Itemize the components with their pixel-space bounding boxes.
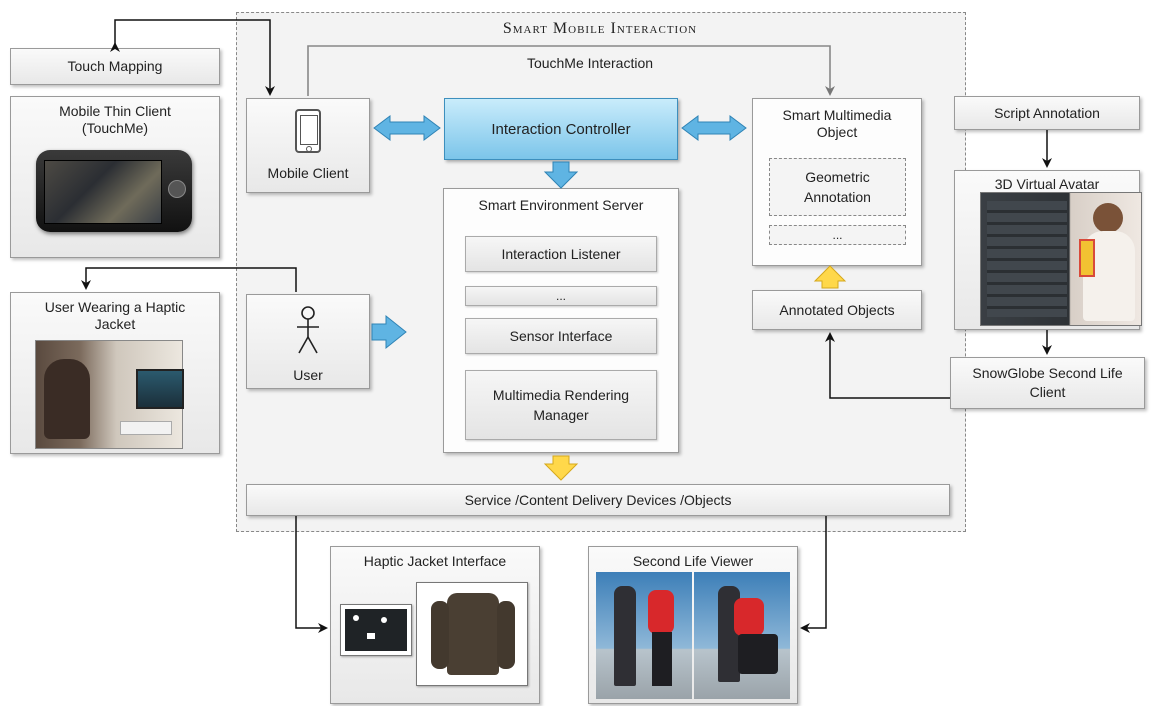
mobile-thin-client-title-1: Mobile Thin Client bbox=[59, 103, 171, 119]
server-ellipsis-box: ... bbox=[465, 286, 657, 306]
snowglobe-label-2: Client bbox=[1029, 384, 1066, 400]
virtual-avatar-title: 3D Virtual Avatar bbox=[994, 176, 1100, 192]
snowglobe-client-box: SnowGlobe Second Life Client bbox=[950, 357, 1145, 409]
annotated-objects-box: Annotated Objects bbox=[752, 290, 922, 330]
interaction-controller-label: Interaction Controller bbox=[491, 120, 631, 138]
avatar-screenshot bbox=[980, 192, 1142, 326]
mobile-thin-client-title-2: (TouchMe) bbox=[81, 120, 149, 136]
server-title: Smart Environment Server bbox=[478, 197, 644, 213]
interaction-controller-box: Interaction Controller bbox=[444, 98, 678, 160]
mobile-client-box: Mobile Client bbox=[246, 98, 370, 193]
user-to-haptic-connector bbox=[81, 267, 297, 292]
mobile-device-icon bbox=[295, 109, 321, 153]
delivery-label: Service /Content Delivery Devices /Objec… bbox=[464, 491, 732, 508]
geometric-annotation-2: Annotation bbox=[804, 189, 871, 205]
haptic-user-photo bbox=[35, 340, 184, 449]
annotated-objects-label: Annotated Objects bbox=[779, 301, 895, 318]
haptic-user-title-1: User Wearing a Haptic bbox=[44, 299, 186, 315]
annotated-object-arrow bbox=[813, 265, 847, 289]
haptic-user-title-2: Jacket bbox=[94, 316, 136, 332]
multimedia-rendering-label-1: Multimedia Rendering bbox=[492, 387, 630, 403]
geometric-annotation-1: Geometric bbox=[805, 169, 870, 185]
server-ellipsis-label: ... bbox=[555, 289, 566, 303]
smart-object-ellipsis-box: ... bbox=[769, 225, 906, 245]
sensor-interface-label: Sensor Interface bbox=[509, 328, 613, 344]
diagram-title: Smart Mobile Interaction bbox=[502, 20, 698, 37]
delivery-to-haptic-connector bbox=[295, 516, 328, 633]
haptic-jacket-interface-title: Haptic Jacket Interface bbox=[363, 553, 507, 569]
server-delivery-arrow bbox=[543, 455, 579, 481]
smart-object-title-1: Smart Multimedia bbox=[782, 107, 892, 123]
phone-image bbox=[36, 150, 192, 232]
snowglobe-to-annotated-connector bbox=[825, 332, 950, 399]
script-annotation-label: Script Annotation bbox=[994, 104, 1100, 121]
interaction-listener-label: Interaction Listener bbox=[501, 246, 621, 262]
jacket-image bbox=[416, 582, 528, 686]
touchme-interaction-label: TouchMe Interaction bbox=[526, 55, 654, 71]
delivery-to-sl-connector bbox=[800, 516, 827, 633]
snowglobe-label-1: SnowGlobe Second Life bbox=[972, 365, 1123, 381]
smart-object-ellipsis: ... bbox=[832, 228, 843, 242]
mobile-client-label: Mobile Client bbox=[267, 165, 349, 181]
second-life-scene-right bbox=[694, 572, 790, 699]
user-box: User bbox=[246, 294, 370, 389]
user-label: User bbox=[293, 367, 323, 383]
sensor-interface-box: Sensor Interface bbox=[465, 318, 657, 354]
second-life-viewer-title: Second Life Viewer bbox=[632, 553, 754, 569]
delivery-bar: Service /Content Delivery Devices /Objec… bbox=[246, 484, 950, 516]
interaction-listener-box: Interaction Listener bbox=[465, 236, 657, 272]
controller-object-double-arrow bbox=[681, 115, 747, 141]
touch-mapping-connector bbox=[110, 19, 275, 96]
mobile-controller-double-arrow bbox=[373, 115, 441, 141]
touchme-connector bbox=[307, 45, 835, 96]
multimedia-rendering-label-2: Manager bbox=[533, 407, 589, 423]
user-server-arrow bbox=[371, 314, 407, 350]
multimedia-rendering-box: Multimedia Rendering Manager bbox=[465, 370, 657, 440]
controller-server-arrow bbox=[543, 161, 579, 189]
haptic-circuit-image bbox=[340, 604, 412, 656]
user-icon bbox=[297, 306, 319, 354]
smart-object-title-2: Object bbox=[816, 124, 858, 140]
second-life-scene-left bbox=[596, 572, 692, 699]
script-annotation-box: Script Annotation bbox=[954, 96, 1140, 130]
geometric-annotation-box: Geometric Annotation bbox=[769, 158, 906, 216]
